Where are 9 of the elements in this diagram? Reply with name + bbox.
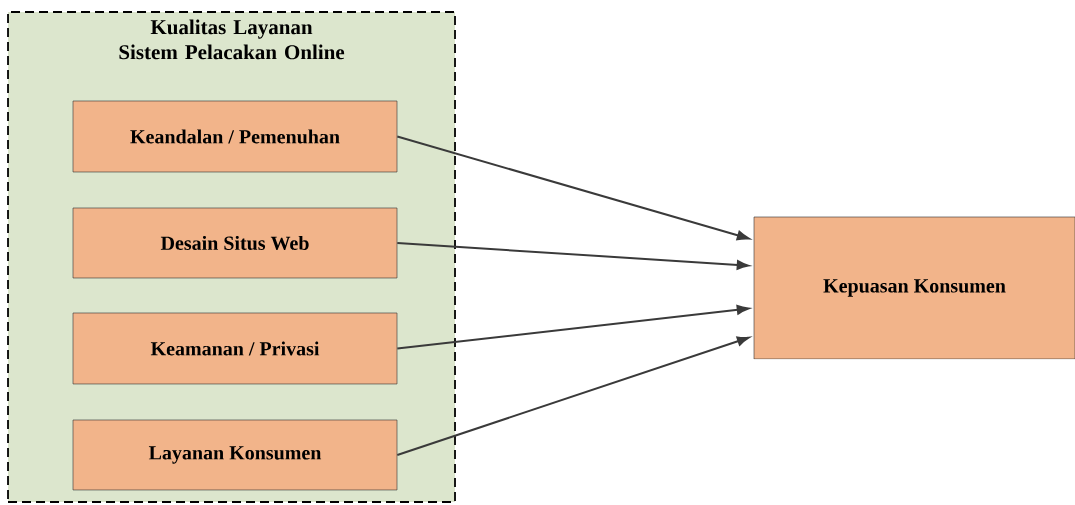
process-box: Desain Situs Web [72,207,398,279]
process-box: Keandalan / Pemenuhan [72,100,398,173]
arrow [396,242,750,270]
process-box: Keamanan / Privasi [72,312,398,385]
process-box: Layanan Konsumen [72,419,398,491]
process-box: Kepuasan Konsumen [753,216,1075,360]
arrow [396,135,750,241]
arrow [396,305,750,350]
arrow [396,336,750,456]
